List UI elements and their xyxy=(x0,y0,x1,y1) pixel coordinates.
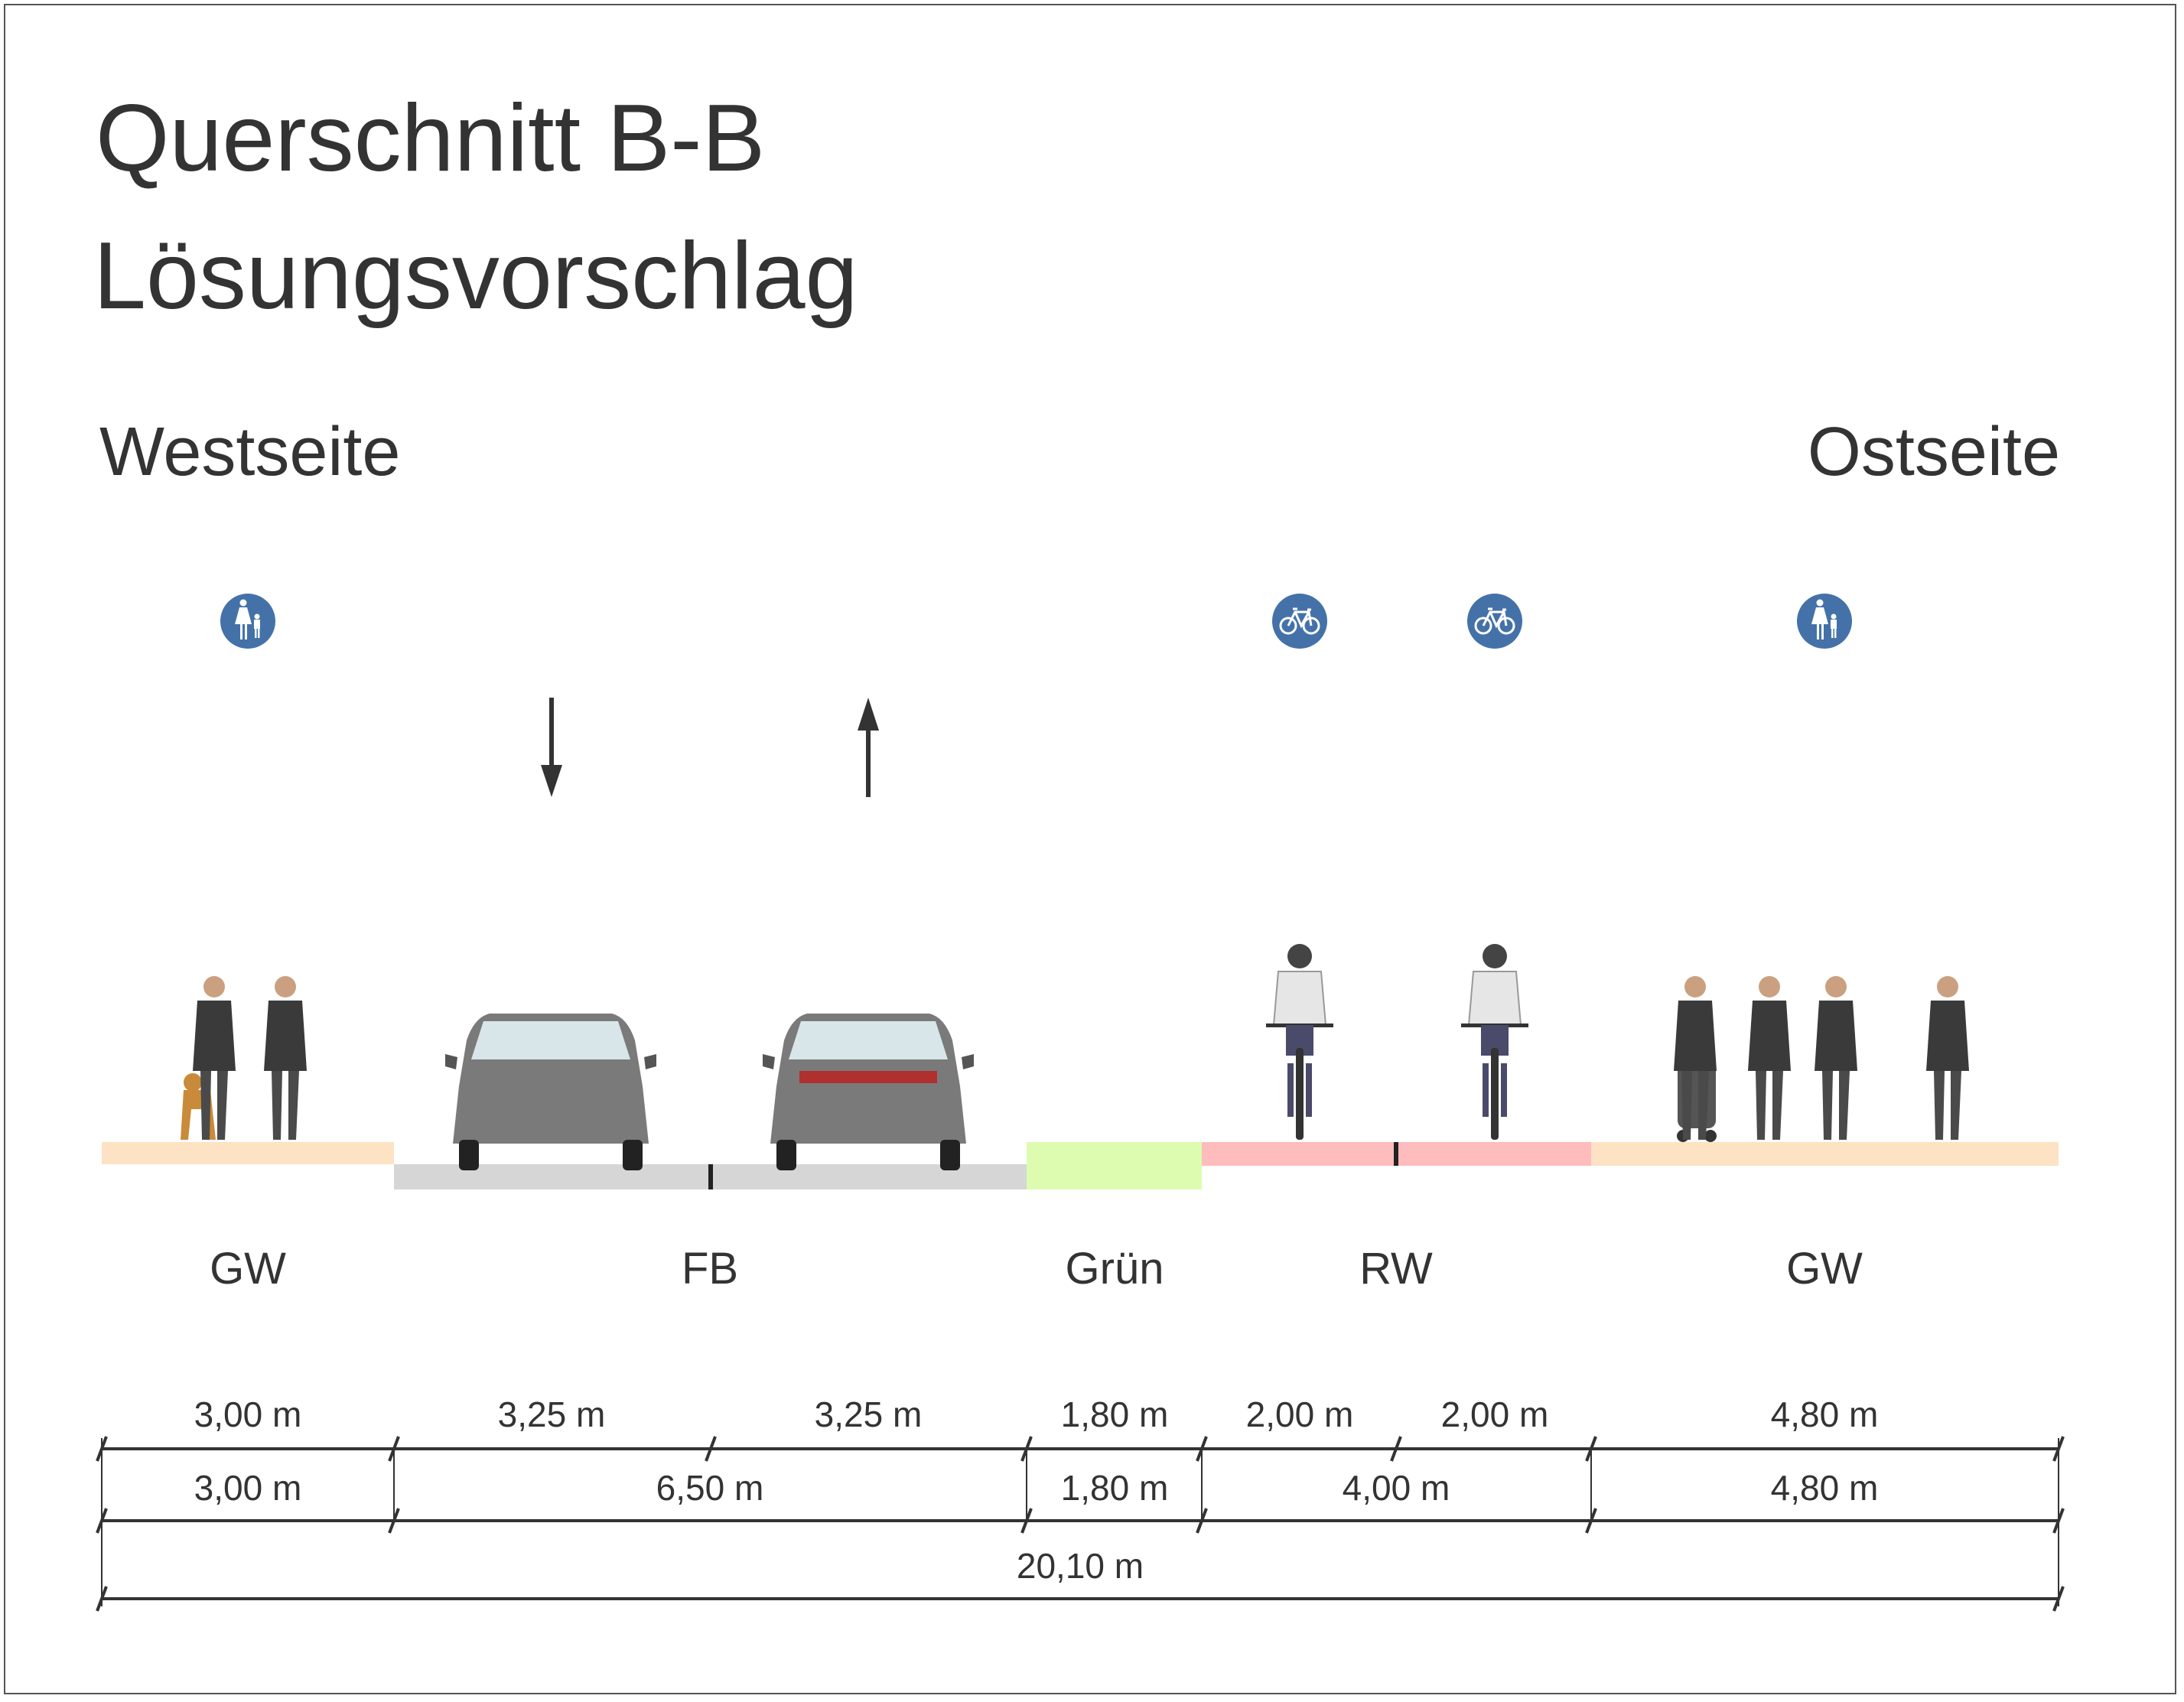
frame-border xyxy=(4,4,2176,1694)
cyclist xyxy=(1460,943,1529,1141)
bicycle-sign-icon xyxy=(1271,592,1329,650)
zone-label-gw-east: GW xyxy=(1786,1244,1863,1294)
pedestrian-woman xyxy=(193,976,236,1140)
green-strip xyxy=(1027,1142,1202,1189)
cycle-lane-marking xyxy=(1394,1142,1398,1166)
title-line-2: Lösungsvorschlag xyxy=(93,223,858,329)
car-rear xyxy=(763,1014,974,1170)
car-front xyxy=(445,1014,656,1170)
dimension-label: 3,00 m xyxy=(194,1394,302,1434)
dimension-label: 3,00 m xyxy=(194,1468,302,1508)
total-width-label: 20,10 m xyxy=(1016,1546,1144,1586)
dimension-label: 6,50 m xyxy=(656,1468,764,1508)
arrow-up-icon xyxy=(858,698,879,797)
pedestrian-sign-icon xyxy=(220,594,275,649)
pedestrian-woman xyxy=(1815,976,1857,1140)
zone-label-rw: RW xyxy=(1359,1244,1433,1294)
pedestrian-elderly xyxy=(1926,976,1969,1140)
arrow-down-icon xyxy=(541,698,562,797)
pedestrian-man xyxy=(264,976,307,1140)
dimension-lines xyxy=(96,1436,2065,1612)
sidewalk-west xyxy=(102,1142,394,1164)
dimension-label: 4,00 m xyxy=(1342,1468,1450,1508)
dimension-label: 2,00 m xyxy=(1245,1394,1354,1434)
title-line-1: Querschnitt B-B xyxy=(96,86,766,191)
lane-marking xyxy=(708,1164,713,1189)
zone-label-gruen: Grün xyxy=(1065,1244,1164,1294)
sidewalk-east xyxy=(1591,1142,2059,1166)
dimension-label: 4,80 m xyxy=(1770,1468,1879,1508)
dimension-label: 3,25 m xyxy=(814,1394,923,1434)
zone-label-fb: FB xyxy=(681,1244,739,1294)
west-side-label: Westseite xyxy=(99,414,401,490)
dimension-label: 4,80 m xyxy=(1770,1394,1879,1434)
dimension-label: 1,80 m xyxy=(1060,1394,1169,1434)
bicycle-sign-icon xyxy=(1466,592,1524,650)
pedestrian-sign-icon xyxy=(1797,594,1852,649)
cyclist xyxy=(1265,943,1334,1141)
dimension-label: 2,00 m xyxy=(1440,1394,1549,1434)
east-side-label: Ostseite xyxy=(1807,414,2060,490)
dimension-label: 3,25 m xyxy=(497,1394,606,1434)
dimension-label: 1,80 m xyxy=(1060,1468,1169,1508)
zone-label-gw-west: GW xyxy=(210,1244,286,1294)
pedestrian-man xyxy=(1748,976,1791,1140)
